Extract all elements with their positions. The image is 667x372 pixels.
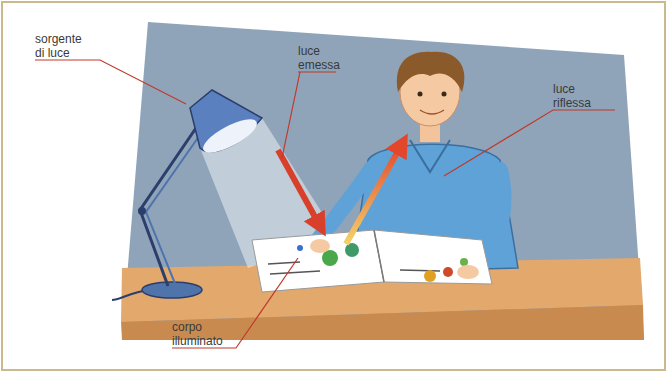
leader-line [172,258,298,348]
text-line [400,270,440,271]
boy-hand [310,239,330,253]
boy-arm [318,168,372,240]
leader-line [282,72,336,158]
callout-label: luce emessa [298,44,348,72]
boy-mouth [420,110,444,114]
boy-eye [442,92,447,97]
book-page [252,230,384,292]
callout-label: luce riflessa [553,82,603,110]
book-spine [374,230,384,282]
text-line [270,271,320,274]
wall-background [122,22,644,340]
lamp-arm [146,132,202,286]
lamp-joint [138,207,146,215]
callout-label: sorgente di luce [35,32,89,60]
leaf-picture [424,270,436,282]
boy-hand [457,265,479,279]
lamp-bulb [199,113,261,159]
flower-picture [297,245,303,251]
leaf-picture [322,250,338,266]
leader-line [35,60,186,104]
leader-line [444,110,615,176]
boy-hair [397,52,465,92]
book-page [374,230,492,284]
shirt-collar [410,140,450,172]
callout-label: corpo illuminato [172,320,236,348]
emitted-light-arrow [278,150,320,226]
reflected-light-arrow [346,144,402,244]
leaf-picture [460,258,468,266]
leaf-picture [345,243,359,257]
flower-picture [443,267,453,277]
boy-eye [418,92,423,97]
lamp-base [142,282,202,298]
